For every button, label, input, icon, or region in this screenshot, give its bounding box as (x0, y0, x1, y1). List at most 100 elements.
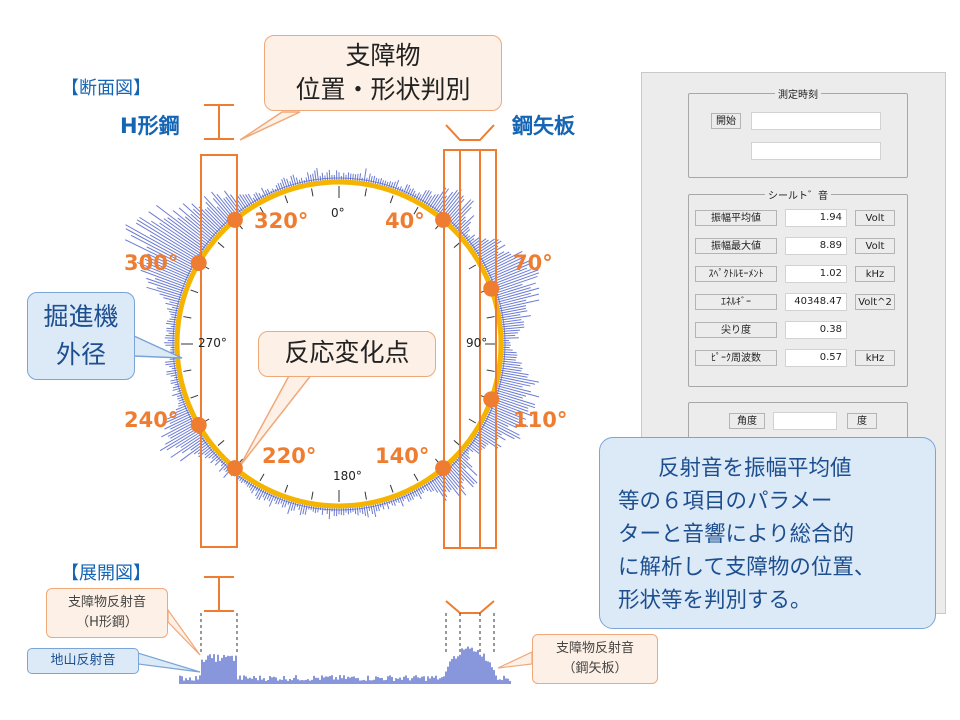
wave-spike (498, 383, 532, 393)
wave-spike (147, 253, 191, 275)
wave-spike (434, 195, 448, 212)
tick-mark (389, 484, 394, 493)
change-point-callout: 反応変化点 (258, 331, 436, 377)
wave-spike (487, 413, 517, 429)
wave-spike (163, 297, 181, 303)
wave-spike (277, 497, 282, 505)
change-point-dot (483, 280, 500, 297)
machine-diameter-callout: 掘進機 外径 (27, 292, 135, 380)
wave-spike (170, 380, 180, 384)
start-time-field[interactable] (751, 112, 881, 130)
wave-spike (417, 487, 422, 495)
wave-spike (463, 449, 470, 455)
wave-spike (178, 207, 215, 239)
wave-spike (500, 369, 529, 376)
wave-spike (214, 458, 223, 466)
wave-spike (156, 287, 183, 296)
tick-mark (284, 195, 289, 204)
wave-spike (488, 411, 521, 427)
wave-spike (239, 476, 244, 482)
wave-spike (314, 506, 317, 514)
wave-spike (458, 455, 473, 468)
wave-spike (449, 464, 465, 481)
wave-spike (500, 371, 528, 378)
wave-spike (156, 204, 209, 246)
angle-field[interactable] (773, 412, 837, 430)
wave-spike (377, 503, 380, 512)
wave-spike (407, 188, 412, 196)
wave-spike (164, 415, 192, 430)
wave-spike (166, 429, 200, 451)
wave-spike (474, 435, 489, 446)
wave-spike (494, 275, 538, 292)
wave-spike (500, 310, 528, 317)
wave-spike (180, 433, 203, 448)
angle-300-label: 300° (124, 251, 179, 275)
wave-spike (496, 287, 531, 299)
wave-spike (429, 194, 439, 208)
wave-spike (171, 316, 178, 319)
wave-spike (388, 181, 392, 188)
wave-spike (293, 502, 297, 511)
wave-spike (179, 440, 208, 462)
wave-spike (493, 272, 540, 290)
wave-spike (135, 222, 199, 261)
wave-spike (481, 423, 502, 436)
wave-spike (166, 327, 176, 330)
wave-spike (169, 413, 191, 425)
start-label: 開始 (711, 113, 741, 129)
wave-spike (411, 190, 416, 198)
wave-spike (300, 177, 304, 185)
reflect-sp-callout: 支障物反射音 （鋼矢板） (532, 634, 658, 684)
wave-spike (266, 492, 271, 500)
wave-spike (361, 506, 364, 515)
angle-70-label: 70° (513, 251, 553, 275)
wave-spike (125, 228, 195, 267)
wave-spike (494, 394, 536, 409)
wave-spike (139, 216, 201, 257)
wave-spike (450, 200, 474, 225)
wave-spike (240, 477, 245, 484)
wave-spike (280, 497, 284, 504)
wave-spike (141, 266, 187, 286)
tick-mark (486, 369, 495, 372)
wave-spike (356, 173, 359, 182)
wave-spike (502, 337, 519, 339)
wave-spike (275, 496, 280, 505)
reflect-h-line-2: （H形鋼） (76, 615, 138, 630)
wave-spike (321, 507, 324, 515)
wave-spike (392, 498, 396, 507)
wave-spike (248, 482, 253, 488)
wave-spike (175, 431, 201, 449)
wave-spike (312, 505, 315, 512)
param-value: 40348.47 (785, 293, 847, 311)
wave-spike (236, 194, 247, 209)
change-point-dot (226, 211, 243, 228)
wave-spike (415, 192, 421, 200)
wave-spike (317, 506, 319, 513)
change-point-dots (190, 211, 500, 477)
sheet-pile-column (443, 149, 497, 549)
wave-spike (498, 299, 527, 308)
wave-spike (452, 461, 475, 485)
wave-spike (500, 314, 521, 319)
wave-spike (501, 319, 522, 323)
wave-spike (499, 376, 536, 385)
wave-spike (401, 495, 405, 502)
wave-spike (498, 293, 539, 305)
wave-spike (452, 206, 472, 227)
param-label: 尖り度 (695, 322, 777, 338)
wave-spike (266, 188, 271, 196)
wave-spike (146, 246, 193, 271)
end-time-field[interactable] (751, 142, 881, 160)
wave-spike (172, 210, 212, 242)
wave-spike (255, 192, 261, 201)
wave-spike (502, 332, 519, 335)
angle-220-label: 220° (262, 444, 317, 468)
wave-spike (249, 484, 255, 491)
wave-spike (499, 305, 527, 312)
wave-spike (203, 196, 229, 224)
wave-spike (166, 330, 176, 332)
wave-spike (165, 425, 198, 445)
wave-spike (489, 262, 533, 281)
